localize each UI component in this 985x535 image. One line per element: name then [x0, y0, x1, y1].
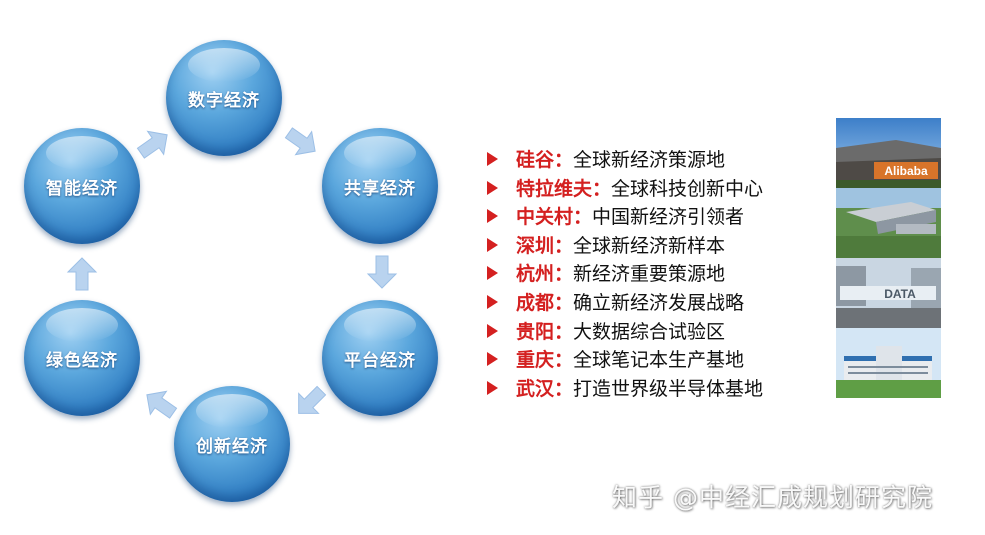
- watermark: 知乎 @中经汇成规划研究院: [612, 483, 933, 512]
- node-digital-economy: 数字经济: [166, 40, 282, 156]
- city-separator: ：: [554, 349, 574, 372]
- photo-strip: Alibaba DATA: [836, 118, 941, 398]
- city-name: 硅谷: [516, 149, 555, 171]
- arrow-bullet-icon: [487, 237, 498, 252]
- city-description: 中国新经济引领者: [592, 206, 745, 229]
- city-description: 全球笔记本生产基地: [573, 349, 745, 372]
- node-green-economy: 绿色经济: [24, 300, 140, 416]
- node-label: 共享经济: [344, 178, 416, 199]
- photo-big-data-sign: DATA: [836, 258, 941, 328]
- arrow-bullet-icon: [487, 323, 498, 338]
- node-label: 平台经济: [344, 350, 416, 371]
- city-description: 确立新经济发展战略: [573, 291, 745, 314]
- photo-campus-aerial: [836, 188, 941, 258]
- list-item: 杭州：新经济重要策源地: [487, 260, 763, 289]
- city-separator: ：: [554, 149, 574, 171]
- node-label: 数字经济: [188, 90, 260, 111]
- arrow-icon: [284, 127, 316, 156]
- node-smart-economy: 智能经济: [24, 128, 140, 244]
- city-name: 中关村: [516, 206, 574, 229]
- factory-photo-icon: [836, 328, 941, 398]
- list-item: 硅谷：全球新经济策源地: [487, 146, 763, 175]
- city-name: 贵阳: [516, 320, 555, 343]
- list-item: 中关村：中国新经济引领者: [487, 203, 763, 232]
- photo-alibaba-building: Alibaba: [836, 118, 941, 188]
- city-name: 特拉维夫: [516, 177, 593, 200]
- city-description: 大数据综合试验区: [573, 320, 726, 343]
- data-sign-photo-icon: DATA: [836, 258, 941, 328]
- cycle-diagram: 数字经济 共享经济 平台经济 创新经济 绿色经济 智能经济: [0, 0, 470, 535]
- city-description: 打造世界级半导体基地: [573, 377, 764, 400]
- building-photo-icon: Alibaba: [836, 118, 941, 188]
- arrow-icon: [298, 385, 327, 414]
- arrow-icon: [66, 257, 98, 291]
- city-name: 重庆: [516, 349, 555, 372]
- node-sharing-economy: 共享经济: [322, 128, 438, 244]
- list-item: 贵阳：大数据综合试验区: [487, 318, 763, 347]
- city-name: 杭州: [516, 263, 555, 286]
- arrow-bullet-icon: [487, 180, 498, 195]
- list-item: 武汉：打造世界级半导体基地: [487, 375, 763, 404]
- city-description: 全球新经济新样本: [573, 234, 726, 257]
- city-separator: ：: [554, 234, 574, 257]
- city-description: 新经济重要策源地: [573, 263, 726, 286]
- list-item: 特拉维夫：全球科技创新中心: [487, 175, 763, 204]
- city-separator: ：: [592, 177, 612, 200]
- node-platform-economy: 平台经济: [322, 300, 438, 416]
- campus-photo-icon: [836, 188, 941, 258]
- node-label: 智能经济: [46, 178, 118, 199]
- arrow-icon: [366, 255, 398, 289]
- node-innovation-economy: 创新经济: [174, 386, 290, 502]
- arrow-bullet-icon: [487, 152, 498, 166]
- arrow-icon: [146, 390, 178, 419]
- list-item: 重庆：全球笔记本生产基地: [487, 346, 763, 375]
- arrow-bullet-icon: [487, 209, 498, 224]
- arrow-bullet-icon: [487, 266, 498, 281]
- city-separator: ：: [554, 377, 574, 400]
- node-label: 绿色经济: [46, 350, 118, 371]
- sign-text: Alibaba: [884, 164, 928, 178]
- city-separator: ：: [573, 206, 593, 229]
- city-separator: ：: [554, 320, 574, 343]
- photo-factory-building: [836, 328, 941, 398]
- arrow-bullet-icon: [487, 380, 498, 395]
- city-list: 硅谷：全球新经济策源地 特拉维夫：全球科技创新中心 中关村：中国新经济引领者 深…: [487, 146, 763, 403]
- sign-text: DATA: [884, 287, 916, 301]
- arrow-bullet-icon: [487, 294, 498, 309]
- node-label: 创新经济: [196, 436, 268, 457]
- city-separator: ：: [554, 263, 574, 286]
- city-name: 深圳: [516, 234, 555, 257]
- list-item: 深圳：全球新经济新样本: [487, 232, 763, 261]
- city-name: 武汉: [516, 377, 555, 400]
- city-description: 全球新经济策源地: [573, 149, 726, 171]
- list-item: 成都：确立新经济发展战略: [487, 289, 763, 318]
- city-description: 全球科技创新中心: [611, 177, 764, 200]
- city-name: 成都: [516, 291, 555, 314]
- arrow-icon: [136, 130, 168, 159]
- city-separator: ：: [554, 291, 574, 314]
- arrow-bullet-icon: [487, 352, 498, 367]
